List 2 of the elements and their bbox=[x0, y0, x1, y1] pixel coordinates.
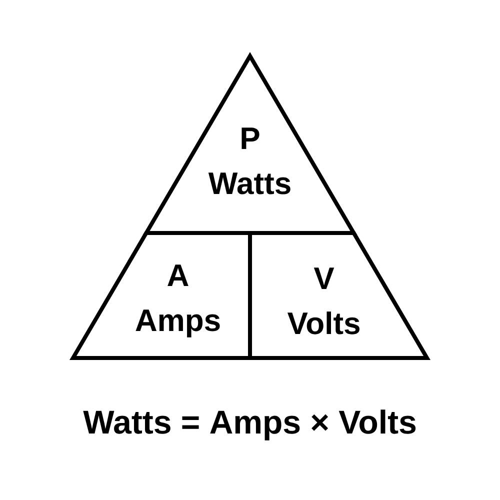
triangle-section: V Volts bbox=[248, 231, 430, 360]
caption: Watts = Amps × Volts bbox=[83, 410, 416, 440]
